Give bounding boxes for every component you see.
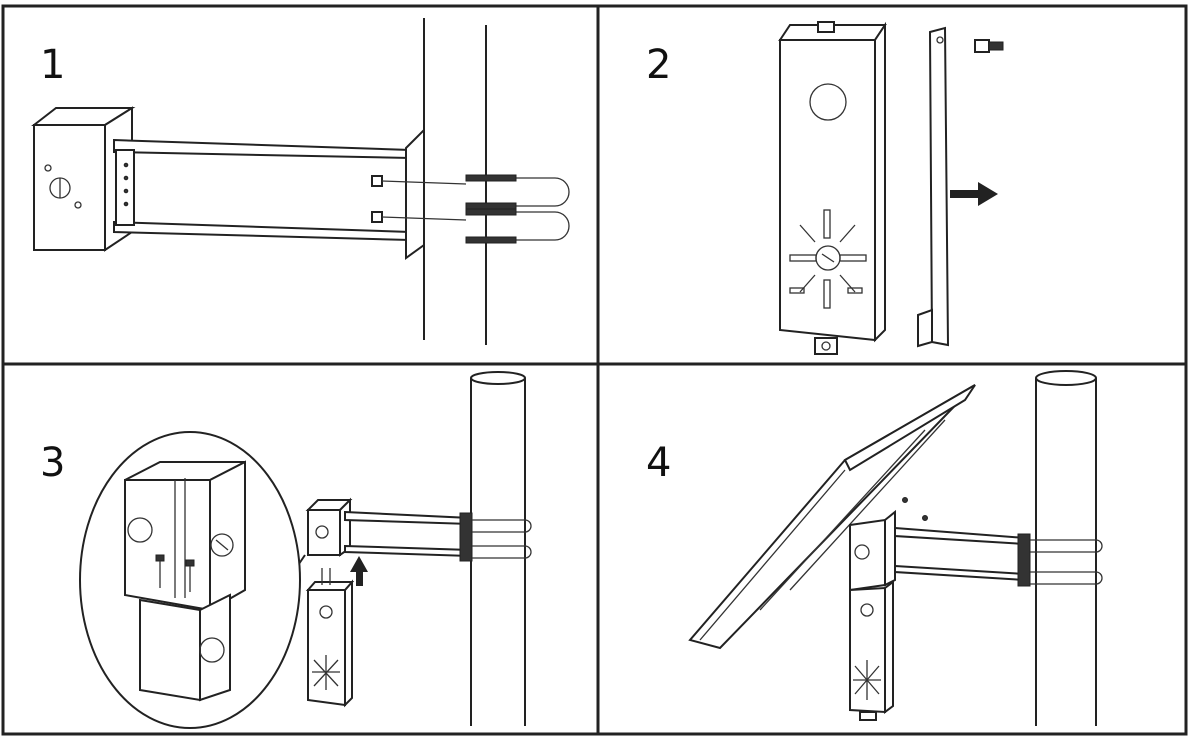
battery-housing	[849, 580, 894, 721]
junction-box	[31, 106, 136, 252]
step-number-3: 3	[40, 440, 65, 486]
battery-housing	[305, 568, 355, 708]
pole	[1035, 370, 1097, 726]
mounting-rail	[917, 26, 950, 348]
junction-box	[305, 497, 353, 557]
screw-icon	[974, 39, 1004, 53]
detail-callout	[79, 431, 306, 729]
panel-3: 3	[40, 371, 532, 729]
arrow-right-icon	[950, 182, 998, 206]
battery-housing	[778, 21, 887, 355]
step-number-1: 1	[40, 42, 65, 88]
mounting-arm	[113, 127, 425, 260]
panel-2: 2	[646, 21, 1004, 355]
panel-1: 1	[31, 18, 570, 345]
solar-panel	[688, 384, 976, 650]
arrow-up-icon	[350, 556, 368, 586]
mount-bracket	[849, 497, 928, 592]
outer-frame	[1, 4, 1188, 736]
panel-4: 4	[646, 370, 1103, 726]
u-bolts	[465, 174, 570, 244]
step-number-2: 2	[646, 42, 671, 88]
pole	[470, 371, 526, 726]
step-number-4: 4	[646, 440, 671, 486]
